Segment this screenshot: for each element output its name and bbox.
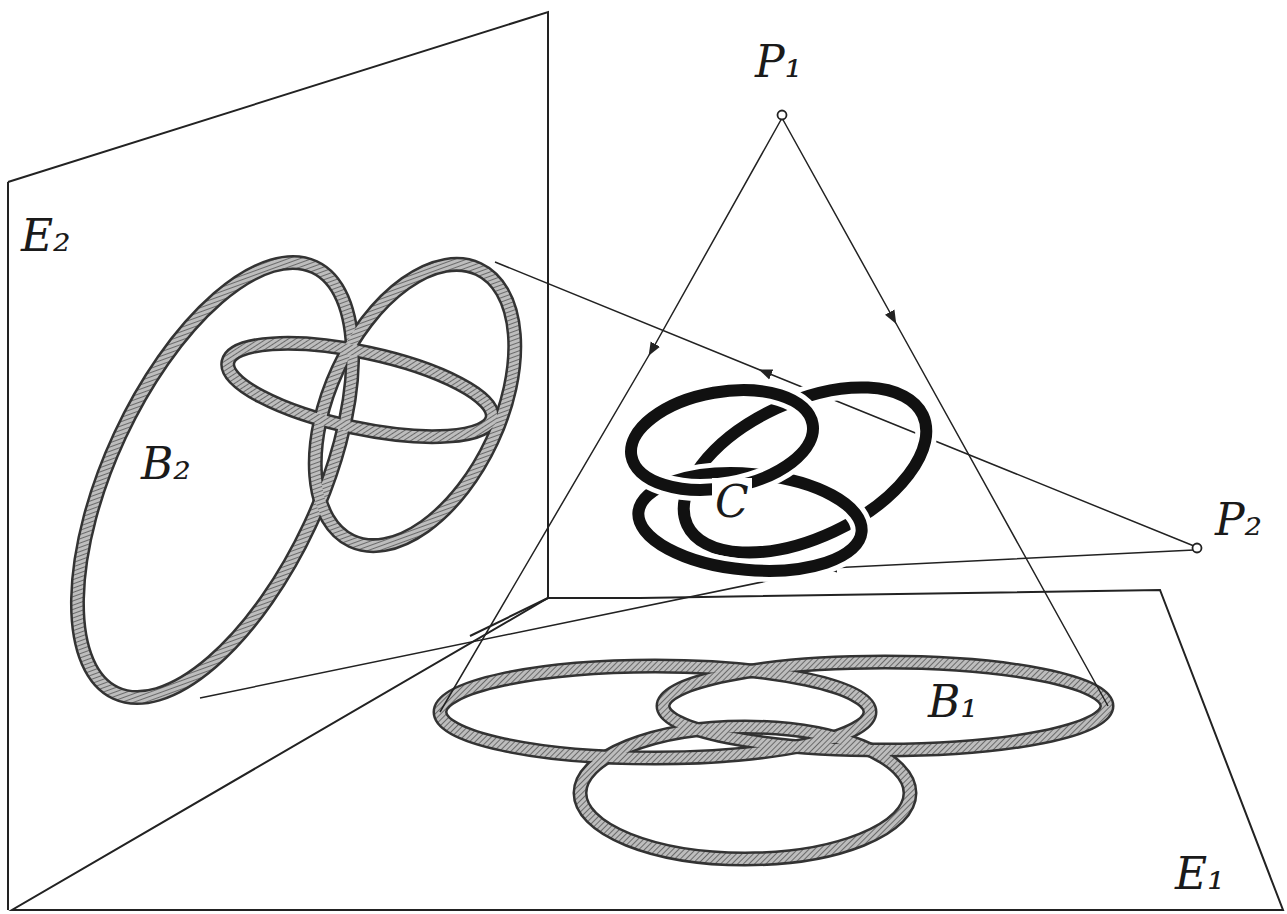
trefoil-knot (623, 353, 951, 586)
projection-centre (1193, 544, 1202, 553)
plane-label: E₁ (1172, 850, 1228, 898)
point-label: P₁ (752, 38, 805, 86)
plane-label: E₂ (18, 212, 74, 260)
floor-plane (12, 590, 1283, 910)
projection-centre (778, 111, 787, 120)
projection-label: B₂ (138, 440, 194, 488)
point-label: P₂ (1212, 496, 1265, 544)
wall-plane (8, 12, 548, 910)
floor-projection (440, 662, 1107, 859)
knot-label: C (712, 478, 752, 526)
projection-label: B₁ (925, 678, 981, 726)
wall-projection (21, 223, 556, 738)
projection-rays (200, 118, 1194, 712)
